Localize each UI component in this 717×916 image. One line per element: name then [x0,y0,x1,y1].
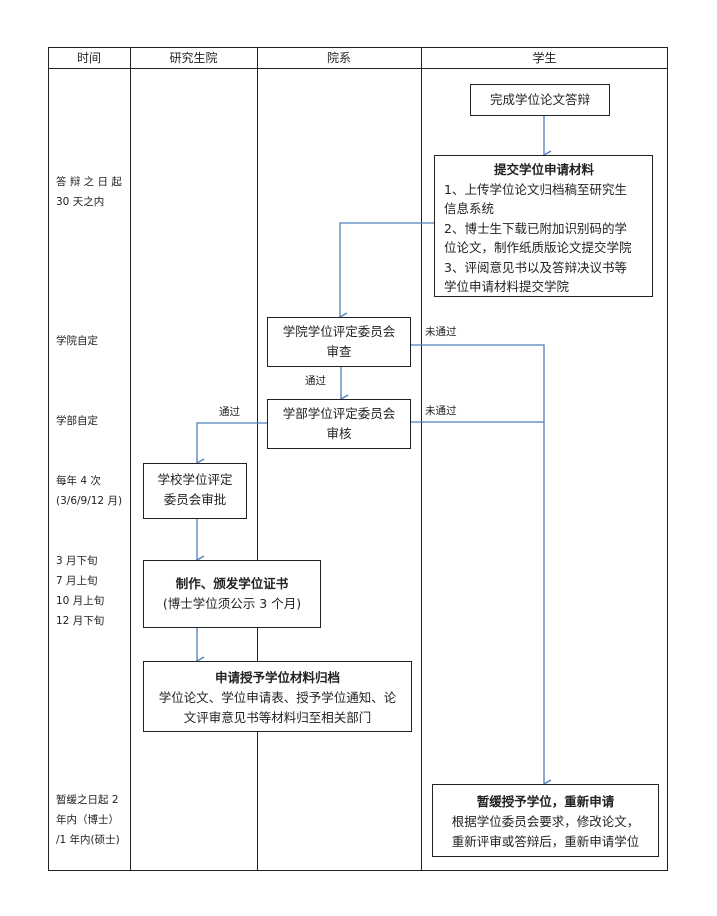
header-student: 学生 [532,51,557,65]
box-certificate: 制作、颁发学位证书 (博士学位须公示 3 个月) [143,560,321,628]
header-divider [48,68,668,69]
arrow-submit-to-college [338,222,434,322]
time-label-college: 学院自定 [56,335,98,347]
box-archive: 申请授予学位材料归档 学位论文、学位申请表、授予学位通知、论 文评审意见书等材料… [143,661,412,732]
box-postpone: 暂缓授予学位，重新申请 根据学位委员会要求，修改论文， 重新评审或答辩后，重新申… [432,784,659,857]
box-defense: 完成学位论文答辩 [470,84,610,116]
label-faculty-pass: 通过 [219,406,240,418]
arrow-faculty-pass [195,422,267,468]
header-time: 时间 [76,51,101,65]
table-frame [48,47,668,871]
column-divider [421,47,422,871]
header-department: 院系 [326,51,351,65]
time-label-faculty: 学部自定 [56,415,98,427]
label-college-pass: 通过 [305,375,326,387]
header-graduate-school: 研究生院 [169,51,218,65]
arrow-college-fail [411,344,552,789]
time-label-approval: 每年 4 次(3/6/9/12 月) [56,475,123,507]
box-college-review: 学院学位评定委员会 审查 [267,317,411,367]
box-submit-materials: 提交学位申请材料 1、上传学位论文归档稿至研究生 信息系统 2、博士生下载已附加… [434,155,653,297]
label-faculty-fail: 未通过 [425,405,457,417]
column-divider [257,47,258,871]
box-school-approval: 学校学位评定 委员会审批 [143,463,247,519]
label-college-fail: 未通过 [425,326,457,338]
box-faculty-review: 学部学位评定委员会 审核 [267,399,411,449]
column-divider [130,47,131,871]
